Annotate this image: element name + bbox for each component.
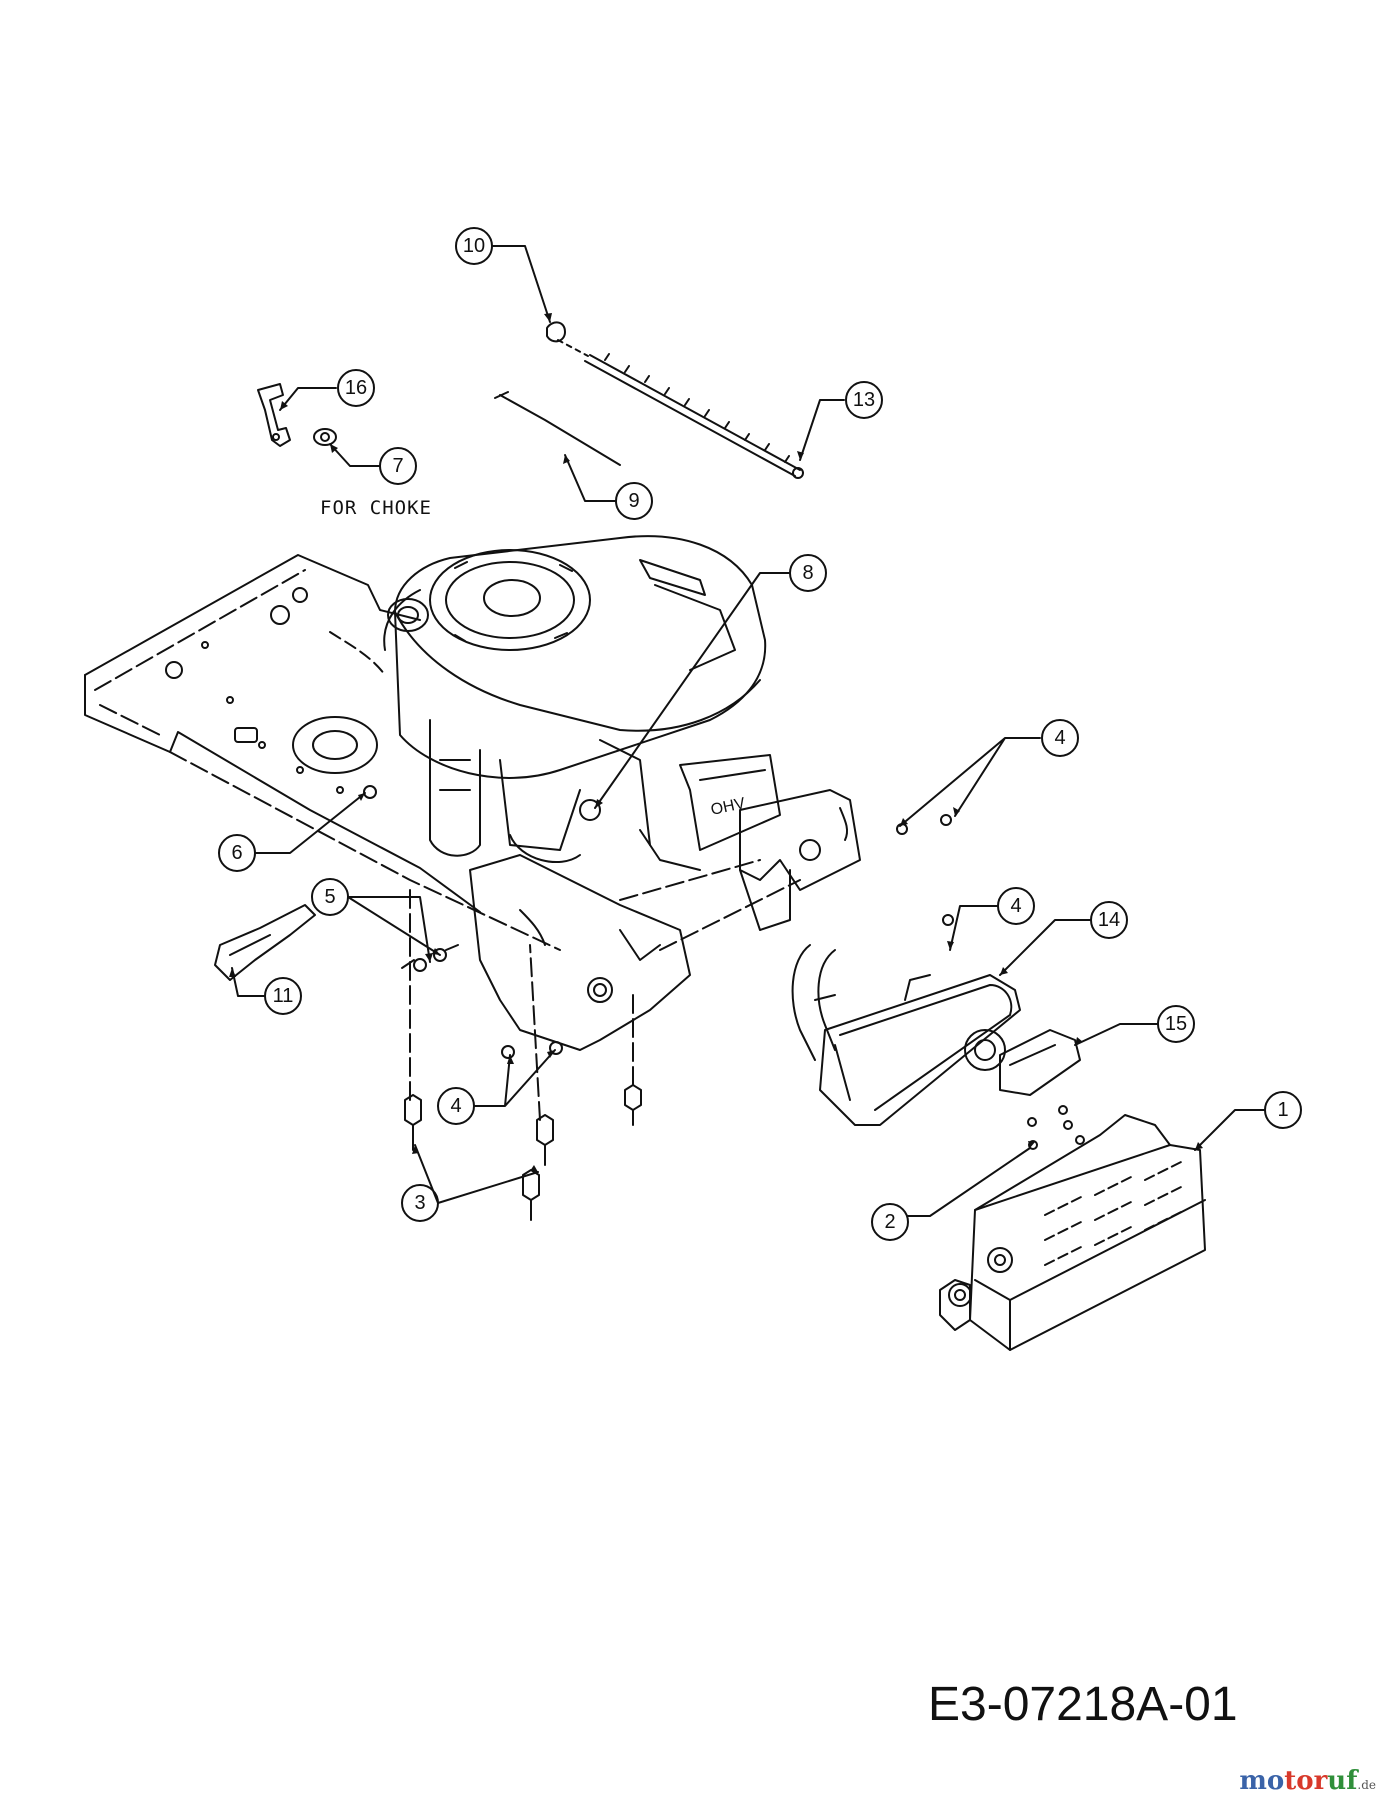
muffler: [791, 944, 1021, 1126]
nut-7: [313, 428, 337, 446]
cable-9-end: [494, 391, 509, 399]
watermark-suffix: .de: [1357, 1778, 1376, 1792]
callout-13[interactable]: 13: [853, 389, 875, 411]
watermark-logo: motoruf.de: [1239, 1766, 1376, 1796]
rod-13-hatch: [604, 353, 790, 463]
cable-9: [499, 394, 621, 466]
drawing-code: E3-07218A-01: [928, 1678, 1238, 1731]
callout-7[interactable]: 7: [392, 455, 403, 477]
callout-5[interactable]: 5: [324, 886, 335, 908]
muffler-guard: [939, 1114, 1206, 1351]
for-choke-note: FOR CHOKE: [320, 497, 432, 519]
clip-10: [546, 321, 566, 343]
callout-15[interactable]: 15: [1165, 1013, 1187, 1035]
callout-3[interactable]: 3: [414, 1192, 425, 1214]
callout-8[interactable]: 8: [802, 562, 813, 584]
bolts: [363, 785, 1085, 1221]
callout-11[interactable]: 11: [273, 985, 294, 1007]
callout-14[interactable]: 14: [1098, 909, 1120, 931]
callout-16[interactable]: 16: [345, 377, 367, 399]
deflector: [999, 1029, 1081, 1096]
callout-circles[interactable]: [218, 227, 1302, 1241]
callout-4-top[interactable]: 4: [1054, 727, 1065, 749]
callout-1[interactable]: 1: [1277, 1099, 1288, 1121]
callout-10[interactable]: 10: [463, 235, 485, 257]
engine: OHV: [383, 535, 781, 871]
leader-lines: [231, 245, 1266, 1217]
watermark-part-1: mo: [1239, 1766, 1285, 1796]
callout-4-muffler[interactable]: 4: [1010, 895, 1021, 917]
rod-13-dash: [557, 339, 589, 357]
rod-13-shadow: [584, 360, 796, 477]
rod-13: [589, 354, 801, 471]
chassis-frame: [84, 554, 561, 951]
choke-bracket-16: [257, 383, 291, 447]
callout-6[interactable]: 6: [231, 842, 242, 864]
mount-plate: [469, 789, 861, 1051]
arrowheads[interactable]: [229, 313, 1203, 1172]
callout-4-bottom[interactable]: 4: [450, 1095, 461, 1117]
watermark-part-3: uf: [1327, 1766, 1358, 1796]
watermark-part-2: tor: [1284, 1766, 1328, 1796]
shield-11: [214, 904, 316, 981]
callout-2[interactable]: 2: [884, 1211, 895, 1233]
svg-text:OHV: OHV: [709, 795, 747, 819]
callout-9[interactable]: 9: [628, 490, 639, 512]
rod-13-end: [792, 467, 804, 479]
